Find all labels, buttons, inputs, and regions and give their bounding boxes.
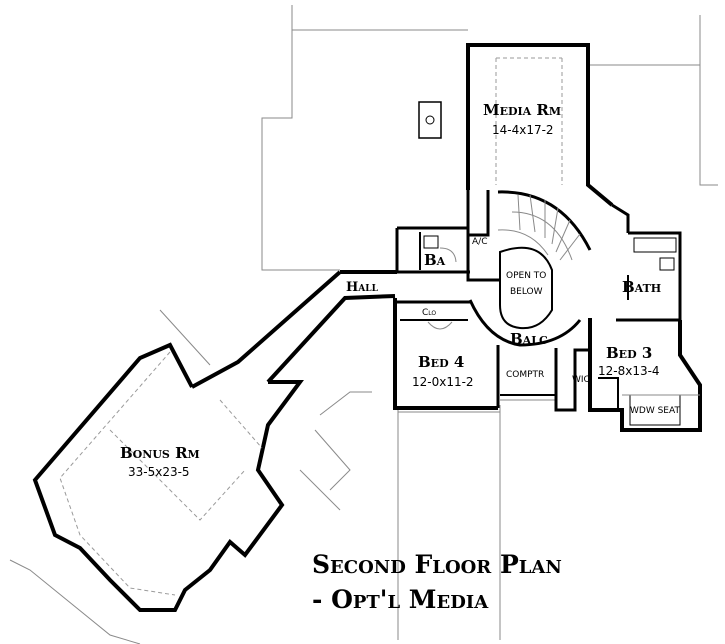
chimney [418,101,442,139]
balcony-rail [468,299,582,401]
roof-outline [9,5,718,644]
bath-label: Bath [622,278,661,296]
bed3-label: Bed 3 [606,344,652,362]
balc-label: Balc [510,330,548,348]
bonus-room-walls [32,342,304,612]
comptr-label: COMPTR [506,370,544,380]
stair-and-open-to-below [497,190,592,330]
bed3-walls [554,318,702,432]
ac-label: A/C [472,237,487,247]
room-labels: Media Rm 14-4x17-2 Bonus Rm 33-5x23-5 Be… [120,101,680,479]
bonus-room-dims: 33-5x23-5 [128,465,190,479]
wic-label: WIC [572,375,590,385]
ba-label: Ba [424,251,446,269]
bed3-dims: 12-8x13-4 [598,364,660,378]
hall-walls [191,270,470,389]
hall-label: Hall [346,280,379,295]
below-label: BELOW [510,287,543,297]
bed4-label: Bed 4 [418,353,464,371]
bath-walls [616,231,682,322]
open-to-label: OPEN TO [506,271,546,281]
plan-title-line2: - Opt'l Media [312,585,489,614]
wdw-seat-label: WDW SEAT [630,406,680,416]
bed4-walls [393,298,500,410]
media-room-label: Media Rm [483,101,561,119]
bonus-room-label: Bonus Rm [120,444,200,462]
central-walls [395,190,630,282]
media-room-walls [466,43,614,207]
bed4-dims: 12-0x11-2 [412,375,474,389]
media-room-dims: 14-4x17-2 [492,123,554,137]
clo-label: Clo [422,308,436,318]
plan-title-line1: Second Floor Plan [312,550,562,579]
